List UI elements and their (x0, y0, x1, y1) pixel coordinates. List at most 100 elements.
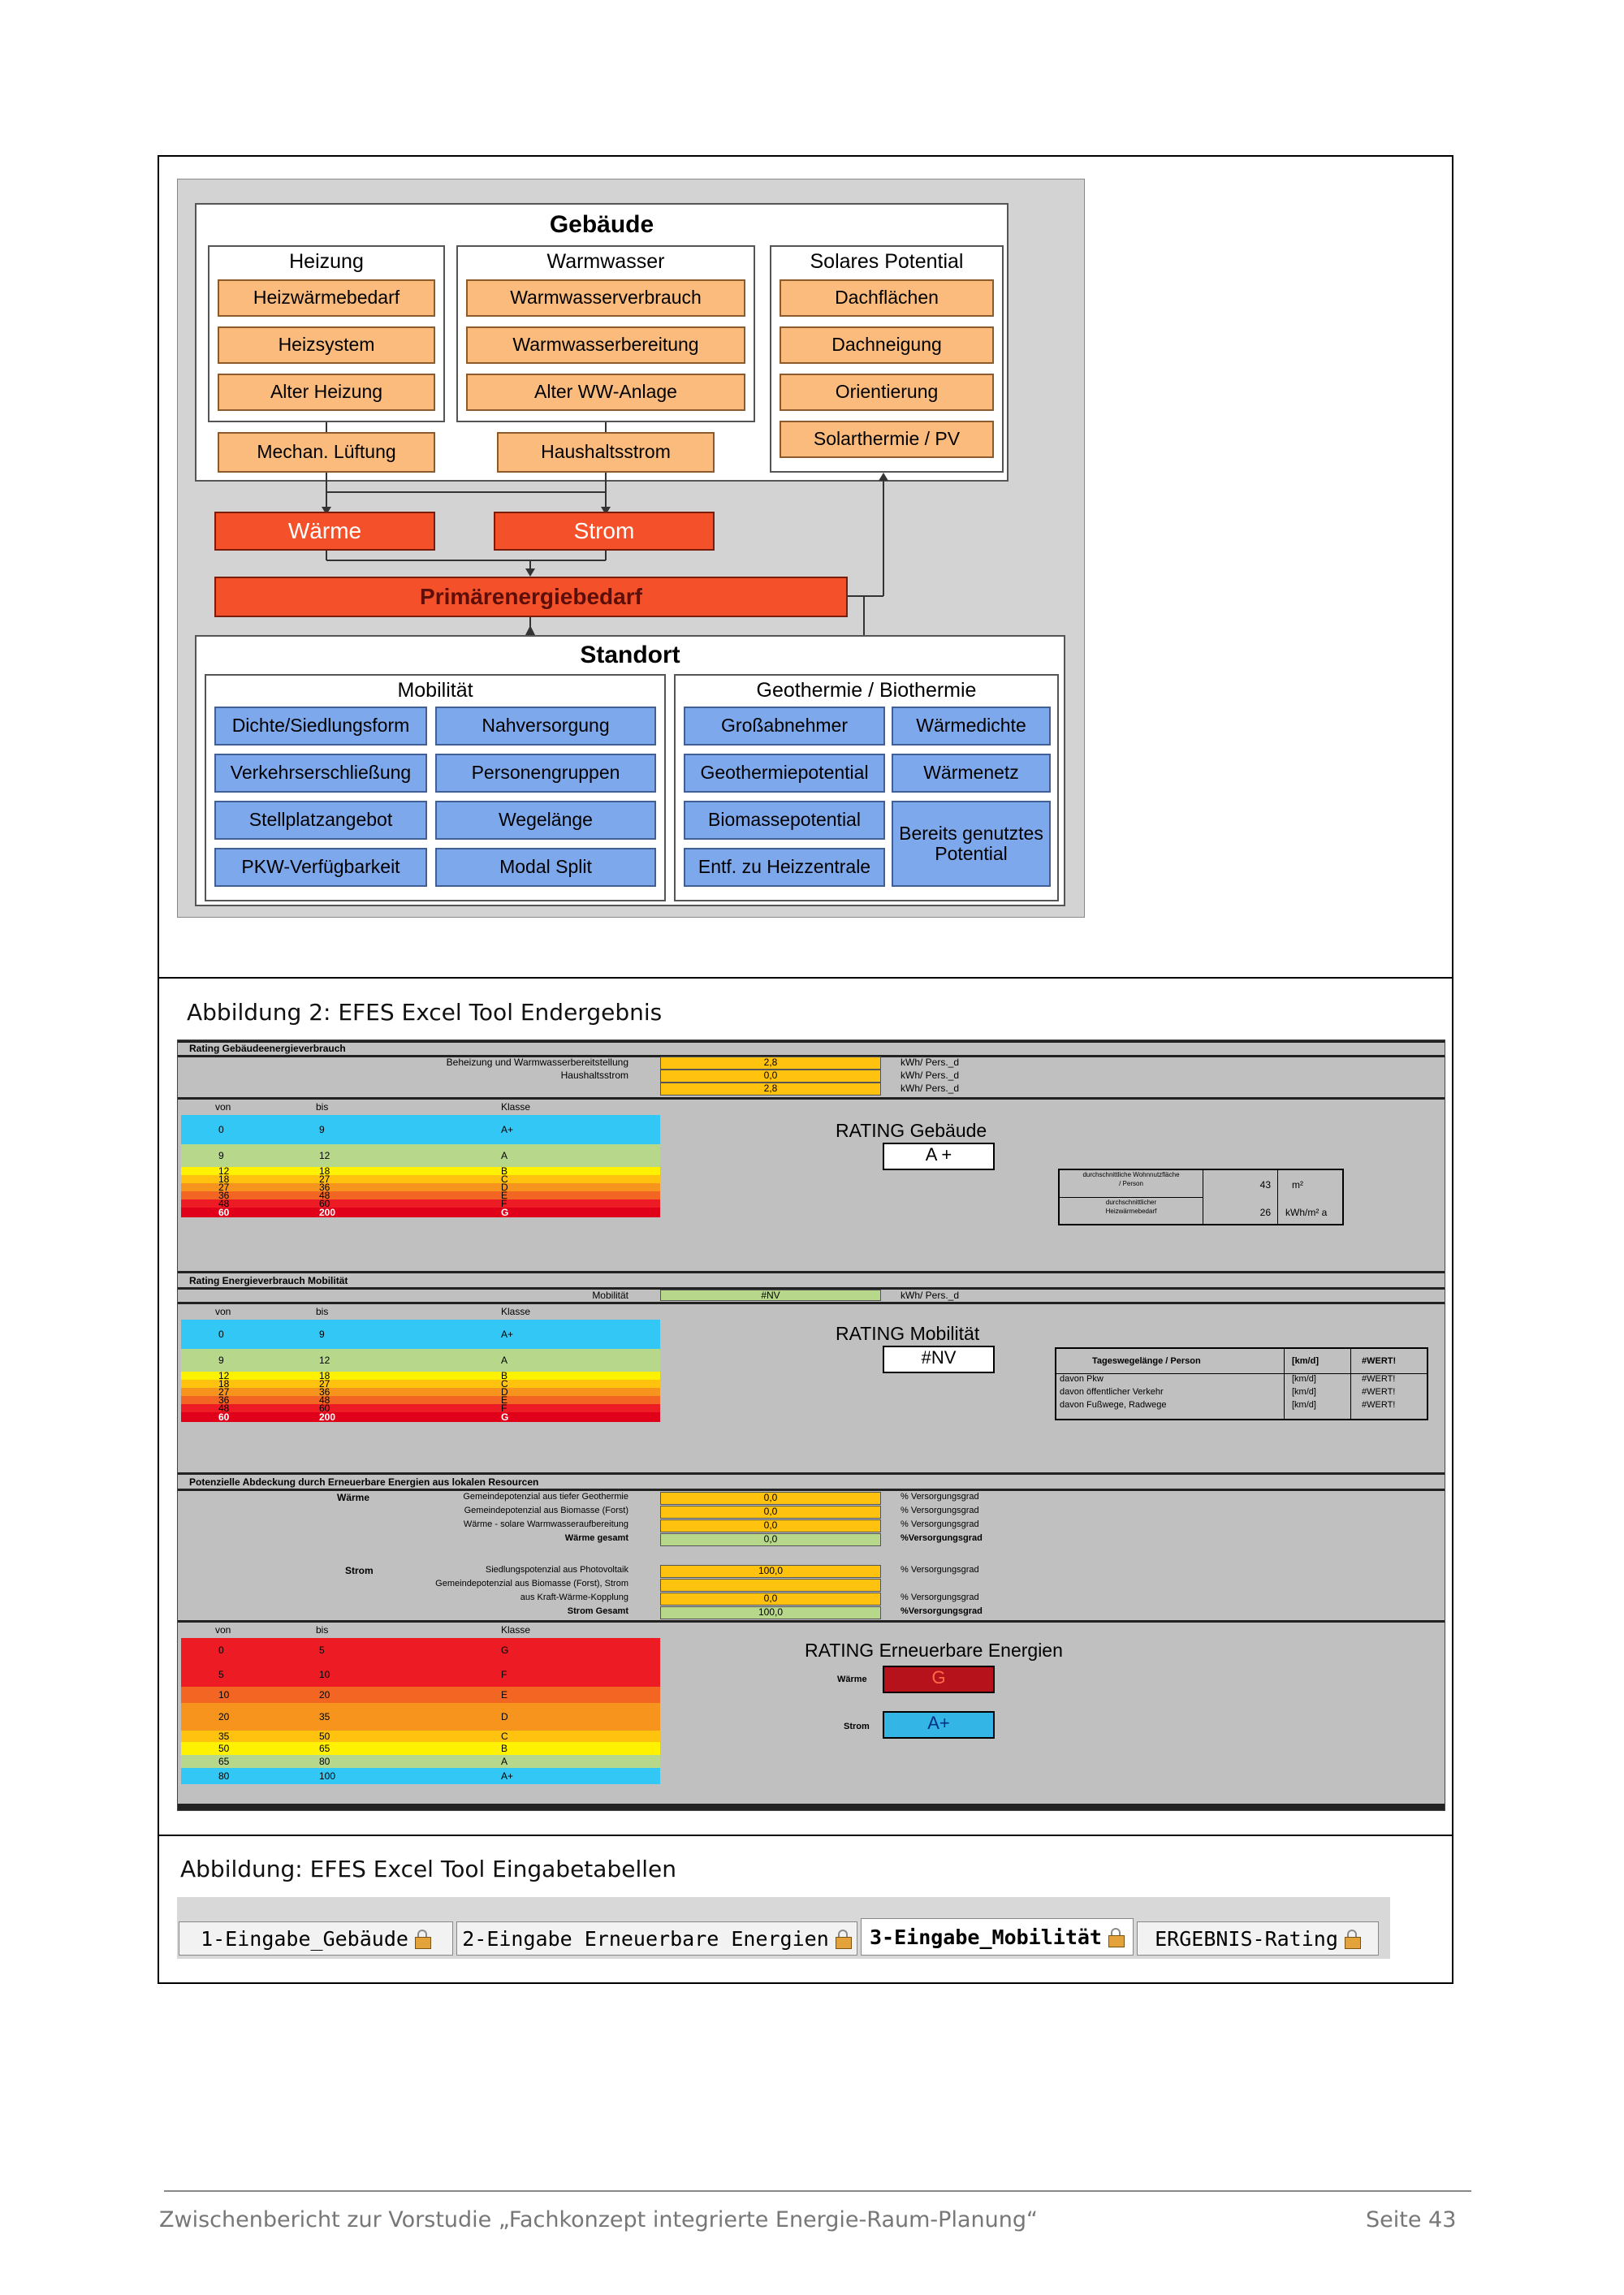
row-label: Siedlungspotenzial aus Photovoltaik (485, 1565, 628, 1575)
unit-label: % Versorgungsgrad (901, 1519, 979, 1529)
class-bis: 35 (319, 1711, 330, 1722)
class-bis: 48 (319, 1190, 330, 1201)
class-klasse: C (501, 1731, 508, 1742)
figure-caption: Abbildung: EFES Excel Tool Eingabetabell… (180, 1856, 676, 1882)
row-label: Wärme - solare Warmwasseraufbereitung (463, 1519, 628, 1529)
value-cell: 0,0 (660, 1533, 881, 1546)
row-label: Gemeindepotenzial aus tiefer Geothermie (463, 1492, 628, 1502)
class-klasse: G (501, 1207, 509, 1218)
rating-waerme-label: Wärme (837, 1675, 867, 1684)
mobility-cell: davon Fußwege, Radwege (1060, 1400, 1167, 1410)
lock-icon (1343, 1930, 1361, 1949)
unit-label: %Versorgungsgrad (901, 1533, 983, 1543)
group-title: Solares Potential (810, 250, 964, 273)
value-cell: 0,0 (660, 1506, 881, 1519)
class-von: 60 (218, 1411, 230, 1423)
mobility-cell: #WERT! (1362, 1374, 1396, 1384)
rating-title: RATING Mobilität (836, 1323, 980, 1344)
lock-icon (1107, 1928, 1125, 1947)
mobility-table-head: [km/d] (1292, 1356, 1319, 1366)
row-label: Gemeindepotenzial aus Biomasse (Forst), … (435, 1579, 628, 1588)
class-von: 0 (218, 1124, 224, 1135)
section-title: Rating Gebäudeenergieverbrauch (189, 1043, 346, 1054)
class-klasse: E (501, 1689, 508, 1701)
tab-ergebnis-rating[interactable]: ERGEBNIS-Rating (1137, 1921, 1379, 1956)
mobility-table-head: Tageswegelänge / Person (1092, 1356, 1201, 1366)
class-von: 5 (218, 1669, 224, 1680)
col-klasse: Klasse (501, 1624, 531, 1636)
section-rule (178, 1804, 1445, 1810)
value-cell: 0,0 (660, 1492, 881, 1505)
diagram-box: Warmwasserbereitung (466, 326, 745, 364)
class-klasse: A (501, 1150, 508, 1161)
mobility-table: Tageswegelänge / Person [km/d] #WERT! da… (1055, 1347, 1428, 1420)
class-klasse: C (501, 1173, 508, 1185)
rating-waerme-value: G (883, 1666, 995, 1693)
diagram-box: Haushaltsstrom (497, 432, 715, 473)
diagram-box: Biomassepotential (684, 801, 885, 840)
tab-eingabe-erneuerbare[interactable]: 2-Eingabe Erneuerbare Energien (456, 1921, 857, 1956)
group-title: Gebäude (549, 211, 654, 238)
tab-eingabe-gebaeude[interactable]: 1-Eingabe_Gebäude (179, 1921, 453, 1956)
group-label-strom: Strom (345, 1565, 374, 1576)
class-klasse: B (501, 1743, 508, 1754)
class-bis: 12 (319, 1150, 330, 1161)
class-klasse: B (501, 1370, 508, 1381)
diagram-box: Verkehrserschließung (214, 754, 427, 793)
info-table: durchschnittliche Wohnnutzfläche/ Person… (1058, 1169, 1344, 1225)
class-bis: 60 (319, 1402, 330, 1414)
unit-label: %Versorgungsgrad (901, 1606, 983, 1616)
rating-mobilitaet-value: #NV (883, 1346, 995, 1373)
tab-eingabe-mobilitaet[interactable]: 3-Eingabe_Mobilität (861, 1918, 1134, 1956)
energy-diagram: Gebäude Heizung Heizwärmebedarf Heizsyst… (177, 179, 1085, 918)
class-bis: 200 (319, 1207, 336, 1218)
mobility-cell: davon öffentlicher Verkehr (1060, 1387, 1164, 1397)
mobility-cell: #WERT! (1362, 1387, 1396, 1397)
col-von: von (215, 1306, 231, 1317)
class-von: 65 (218, 1756, 230, 1767)
divider (158, 977, 1453, 979)
col-bis: bis (316, 1101, 329, 1113)
diagram-box: Alter WW-Anlage (466, 374, 745, 411)
row-label: aus Kraft-Wärme-Kopplung (520, 1593, 628, 1602)
diagram-box: Heizwärmebedarf (218, 279, 435, 317)
section-rule (178, 1097, 1445, 1100)
group-title: Heizung (289, 250, 364, 273)
info-unit: m² (1292, 1179, 1303, 1191)
unit-label: % Versorgungsgrad (901, 1593, 979, 1602)
value-cell: 2,8 (660, 1057, 881, 1070)
section-rule (178, 1302, 1445, 1304)
mobility-table-head: #WERT! (1362, 1356, 1397, 1366)
class-klasse: C (501, 1378, 508, 1390)
diagram-box: Modal Split (435, 848, 656, 887)
class-klasse: A (501, 1355, 508, 1366)
diagram-box: Großabnehmer (684, 707, 885, 746)
info-value: 26 (1259, 1207, 1271, 1218)
figure-frame (158, 155, 1453, 1984)
rating-title: RATING Erneuerbare Energien (805, 1640, 1063, 1661)
class-von: 18 (218, 1378, 230, 1390)
value-cell: 2,8 (660, 1083, 881, 1096)
rating-title: RATING Gebäude (836, 1120, 987, 1141)
diagram-box: Dichte/Siedlungsform (214, 707, 427, 746)
class-bis: 80 (319, 1756, 330, 1767)
class-klasse: D (501, 1386, 508, 1398)
diagram-box: Bereits genutztes Potential (892, 801, 1051, 887)
class-klasse: G (501, 1411, 509, 1423)
section-rule (178, 1040, 1445, 1043)
value-cell: 0,0 (660, 1519, 881, 1532)
class-von: 27 (218, 1386, 230, 1398)
rating-gebaeude-value: A + (883, 1143, 995, 1170)
class-von: 50 (218, 1743, 230, 1754)
col-von: von (215, 1624, 231, 1636)
class-von: 0 (218, 1329, 224, 1340)
